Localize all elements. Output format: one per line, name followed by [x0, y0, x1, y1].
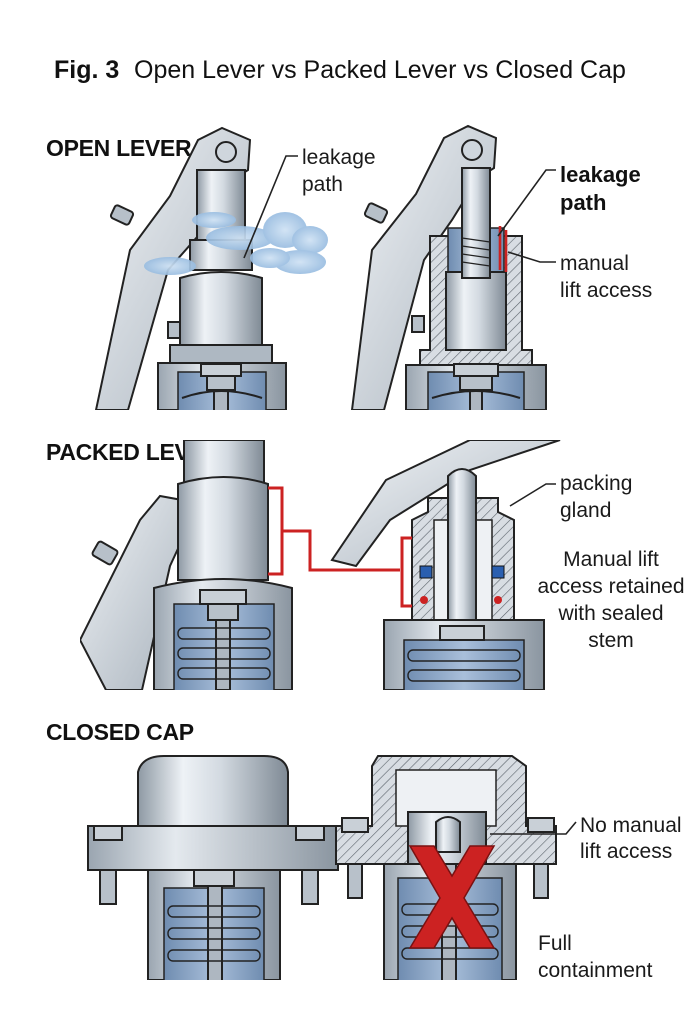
label-no-manual-line1: No manual	[580, 814, 682, 837]
stem-threads	[461, 237, 491, 267]
packed-lever-cutaway-valve	[330, 440, 561, 690]
closed-cap-cutaway-spring-coils	[401, 903, 499, 960]
label-manual-lift-line2: lift access	[560, 279, 652, 302]
spindle	[213, 389, 229, 410]
packed-lever-pin	[91, 540, 119, 566]
closed-cap-cutaway-valve	[335, 755, 557, 980]
leakage-path-leader-right	[497, 169, 556, 237]
sealed-stem	[447, 468, 477, 631]
closed-cap-dome	[137, 755, 289, 831]
section-heading-open-lever: OPEN LEVER	[46, 135, 192, 161]
closed-cap-spindle	[207, 885, 223, 980]
label-full-containment-line2: containment	[538, 959, 653, 982]
packed-lever-exterior-valve	[80, 440, 293, 690]
label-manual-lift-retained-line1: Manual lift	[563, 548, 659, 571]
lever-pivot-pin	[215, 141, 237, 163]
label-leakage-right-line2: path	[560, 190, 606, 215]
closed-cap-labels: No manual lift access Full containment	[490, 814, 682, 982]
packed-cutaway-lever-arm	[330, 440, 561, 568]
cutaway-spindle	[469, 389, 483, 410]
packed-cutaway-spring-coils	[407, 649, 521, 682]
manual-lift-leader	[507, 251, 556, 263]
no-access-x-mark	[408, 845, 496, 949]
cap-body	[179, 271, 263, 346]
lock-nut	[206, 375, 236, 391]
no-manual-lift-leader	[490, 821, 577, 835]
closed-cap-drawings	[87, 755, 557, 980]
closed-cap-exterior-valve	[87, 755, 339, 980]
packed-cutaway-spring-window	[403, 639, 525, 690]
seal-right	[491, 565, 505, 579]
closed-cap-spring-coils	[167, 905, 261, 962]
seal-dot-right	[494, 596, 502, 604]
bonnet-collar	[169, 344, 273, 364]
open-lever-exterior-valve	[94, 126, 328, 410]
label-manual-lift-line1: manual	[560, 252, 629, 275]
open-lever-cutaway-valve	[350, 124, 547, 410]
packed-lever-drawings	[80, 440, 561, 690]
seal-left	[419, 565, 433, 579]
label-full-containment-line1: Full	[538, 932, 572, 955]
packed-spring-coils	[177, 627, 271, 680]
closed-cap-adjusting-nut	[193, 869, 235, 887]
label-leakage-left-line2: path	[302, 173, 343, 196]
spring-coil	[181, 390, 263, 399]
figure-number: Fig. 3	[54, 56, 119, 84]
open-lever-labels: leakage path leakage path manual lift ac…	[243, 146, 652, 302]
label-no-manual-line2: lift access	[580, 840, 672, 863]
seal-dot-left	[420, 596, 428, 604]
adjusting-nut	[200, 363, 242, 377]
packing-gland-leader	[509, 483, 556, 507]
leakage-cloud	[144, 212, 328, 275]
packed-cap-body	[177, 476, 269, 581]
closed-cap-stem-stub	[435, 816, 461, 853]
label-manual-lift-retained-line2: access retained	[537, 575, 684, 598]
label-packing-gland-line2: gland	[560, 499, 611, 522]
section-heading-closed-cap: CLOSED CAP	[46, 719, 194, 745]
cutaway-lever-pin	[363, 202, 389, 224]
cutaway-lever-arm	[350, 124, 498, 410]
closed-cap-flange-bolts	[93, 825, 325, 905]
closed-cap-cutaway-bolts	[341, 817, 555, 899]
packed-spindle	[215, 619, 231, 690]
packed-lock-nut	[207, 603, 239, 621]
label-leakage-right-line1: leakage	[560, 162, 641, 187]
open-lever-drawings	[94, 124, 547, 410]
cutaway-spring-coil	[431, 390, 521, 399]
label-packing-gland-line1: packing	[560, 472, 632, 495]
cutaway-lock-nut	[459, 375, 493, 391]
label-leakage-left-line1: leakage	[302, 146, 376, 169]
lever-pin	[109, 204, 135, 226]
packed-lever-bracket	[268, 486, 412, 608]
label-manual-lift-retained-line3: with sealed	[557, 602, 663, 625]
packed-adjusting-nut	[199, 589, 247, 605]
cutaway-lift-stem	[461, 167, 491, 279]
cutaway-side-bolt	[411, 315, 425, 333]
figure-title-text: Open Lever vs Packed Lever vs Closed Cap	[134, 56, 626, 84]
cap-inner-sleeve	[445, 271, 507, 351]
figure-title: Fig. 3 Open Lever vs Packed Lever vs Clo…	[54, 56, 626, 84]
leakage-path-leader-left	[243, 155, 298, 259]
cutaway-adjusting-nut	[453, 363, 499, 377]
side-bolt	[167, 321, 181, 339]
packed-lever-labels: packing gland Manual lift access retaine…	[509, 472, 685, 652]
cutaway-lever-pivot-pin	[461, 139, 483, 161]
label-manual-lift-retained-line4: stem	[588, 629, 634, 652]
packed-cutaway-adjusting-nut	[439, 625, 485, 641]
